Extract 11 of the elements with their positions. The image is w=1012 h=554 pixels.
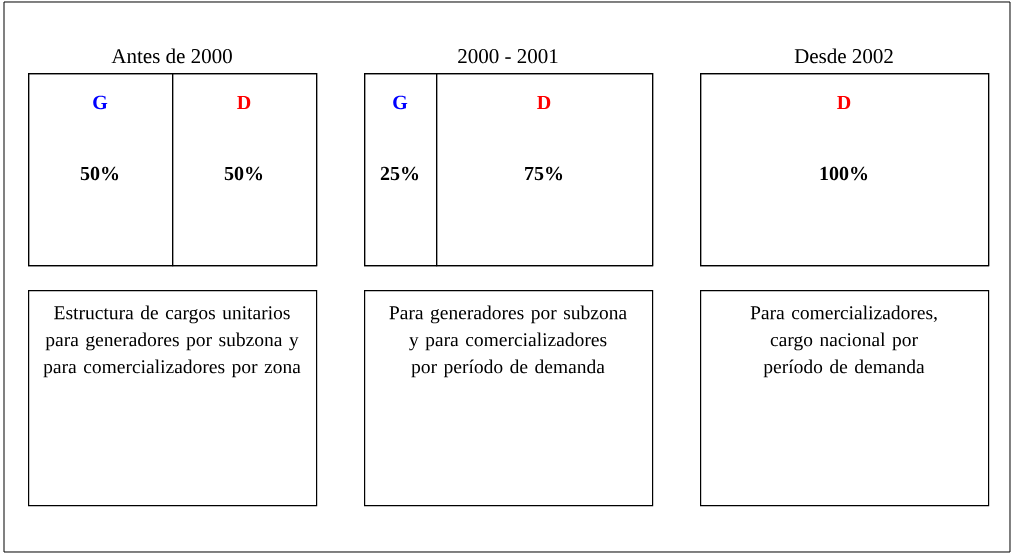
text-box: Para comercializadores, cargo nacional por período de demanda xyxy=(700,290,990,507)
node-label: Antes de 2000 xyxy=(111,48,232,64)
share-cell: G 50% xyxy=(28,73,174,267)
node-label: Desde 2002 xyxy=(794,48,893,64)
share-cell: D 100% xyxy=(820,95,868,181)
share-cell: D 50% xyxy=(172,73,318,267)
node-label: 2000 - 2001 xyxy=(458,49,558,64)
text-box: Para generadores por subzona y para comercializadores por período de demanda xyxy=(364,290,654,507)
share-cell: D 75% xyxy=(436,73,654,267)
text-box: Estructura de cargos unitarios para generadores por subzona y para comercializadores por zona xyxy=(28,290,318,507)
share-cell: G 25% xyxy=(364,73,438,267)
